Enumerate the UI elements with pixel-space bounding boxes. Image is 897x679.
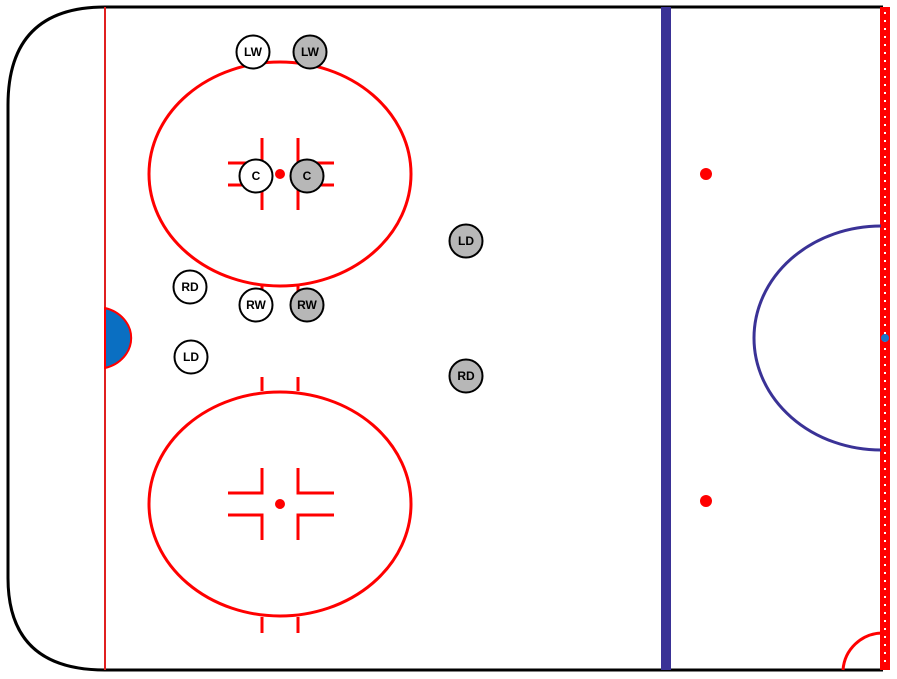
neutral-faceoff-dot-bottom: [700, 495, 712, 507]
bottom-faceoff-dot: [275, 499, 285, 509]
player-label: C: [252, 169, 261, 183]
bottom-faceoff-circle: [147, 377, 413, 633]
player-label: C: [303, 169, 312, 183]
player-gray-rd: RD: [448, 358, 484, 394]
top-faceoff-dot: [275, 169, 285, 179]
blue-line: [661, 7, 671, 670]
player-label: LW: [244, 45, 263, 59]
player-label: RD: [181, 280, 199, 294]
goal-crease: [104, 306, 133, 370]
neutral-faceoff-dot-top: [700, 168, 712, 180]
player-label: LD: [458, 234, 474, 248]
player-white-rd: RD: [172, 269, 208, 305]
player-label: LD: [183, 350, 199, 364]
player-label: RW: [246, 298, 266, 312]
center-ice-dot: [881, 334, 889, 342]
player-white-lw: LW: [235, 34, 271, 70]
player-label: RD: [457, 369, 475, 383]
player-white-rw: RW: [238, 287, 274, 323]
player-gray-lw: LW: [292, 34, 328, 70]
player-gray-rw: RW: [289, 287, 325, 323]
center-ice-circle: [752, 224, 882, 452]
rink-boards: [6, 5, 883, 672]
corner-arc: [841, 631, 883, 671]
player-gray-c: C: [289, 158, 325, 194]
player-label: RW: [297, 298, 317, 312]
player-label: LW: [301, 45, 320, 59]
player-white-ld: LD: [173, 339, 209, 375]
player-white-c: C: [238, 158, 274, 194]
player-gray-ld: LD: [448, 223, 484, 259]
